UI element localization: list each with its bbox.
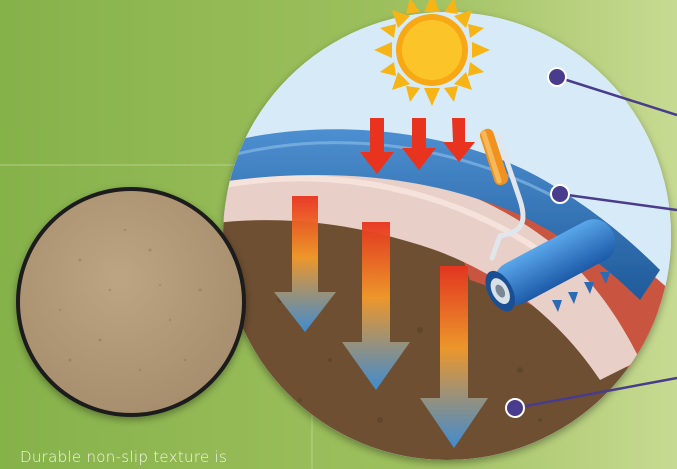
heat-arrow xyxy=(420,266,488,448)
paint-roller-icon xyxy=(479,128,616,312)
heat-arrow xyxy=(360,118,394,174)
coating-layer xyxy=(223,129,660,300)
callout-substrate xyxy=(505,376,677,418)
callout-coating xyxy=(550,184,677,212)
texture-detail-circle xyxy=(16,187,246,417)
callout-leaders xyxy=(505,67,677,418)
heat-arrow xyxy=(342,222,410,390)
caption-text: Durable non-slip texture is xyxy=(20,448,228,466)
sun-icon xyxy=(374,0,490,106)
heat-arrows xyxy=(360,118,475,174)
heat-arrow xyxy=(443,118,475,162)
transmitted-heat-arrows xyxy=(274,196,488,448)
heat-arrow xyxy=(402,118,436,170)
heat-arrow xyxy=(274,196,336,332)
callout-sky xyxy=(547,67,677,117)
